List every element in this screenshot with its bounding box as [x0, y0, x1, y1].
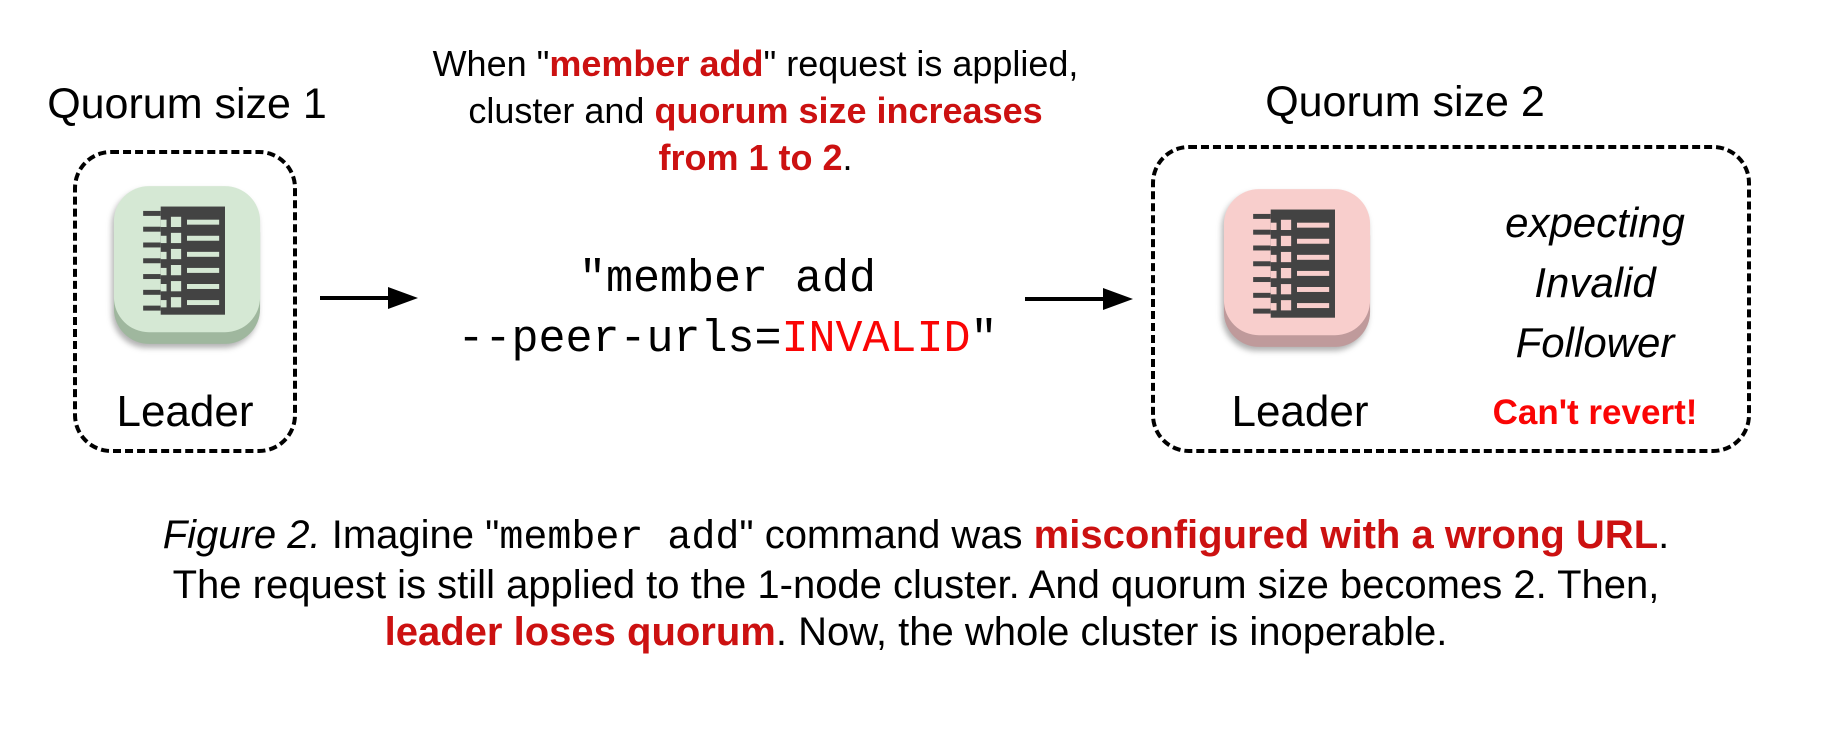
top-note-line2: cluster and quorum size increases — [398, 87, 1113, 134]
command-line1: "member add — [578, 254, 877, 305]
caption-line1: Figure 2. Imagine "member add" command w… — [0, 512, 1832, 562]
caption-text: Imagine " — [320, 513, 500, 557]
expecting-follower-annotation: expecting Invalid Follower — [1445, 193, 1745, 373]
cant-revert-warning: Can't revert! — [1492, 393, 1698, 432]
caption-emphasis: misconfigured with a wrong URL — [1033, 513, 1659, 557]
caption-code: member add — [499, 516, 740, 561]
left-cluster-box: Leader — [73, 150, 297, 453]
annotation-line: Follower — [1515, 319, 1675, 366]
figure-caption: Figure 2. Imagine "member add" command w… — [0, 512, 1832, 656]
annotation-line: Invalid — [1534, 259, 1656, 306]
note-text: cluster and — [468, 90, 655, 131]
caption-line3: leader loses quorum. Now, the whole clus… — [0, 609, 1832, 656]
command-flag: --peer-urls= — [457, 314, 782, 365]
note-text: When " — [432, 43, 550, 84]
leader-node-icon — [1223, 189, 1371, 347]
left-node-label: Leader — [116, 387, 254, 436]
notebook-glyph-rows — [1270, 219, 1330, 311]
command-close-quote: " — [970, 314, 998, 365]
note-emphasis: from 1 to 2 — [658, 137, 843, 178]
caption-emphasis: leader loses quorum — [384, 610, 776, 654]
arrow-right-icon — [320, 287, 418, 309]
leader-node-icon — [113, 186, 261, 344]
right-node-label: Leader — [1231, 387, 1369, 436]
right-cluster-title: Quorum size 2 — [1265, 78, 1545, 126]
command-invalid-value: INVALID — [781, 314, 971, 365]
top-note-line1: When "member add" request is applied, — [398, 40, 1113, 87]
figure-label: Figure 2. — [162, 513, 321, 557]
annotation-line: expecting — [1505, 199, 1685, 246]
arrow-right-icon — [1025, 288, 1133, 310]
caption-text: " command was — [739, 513, 1034, 557]
caption-text: . Now, the whole cluster is inoperable. — [775, 610, 1448, 654]
caption-text: . — [1658, 513, 1670, 557]
caption-line2: The request is still applied to the 1-no… — [172, 563, 1660, 607]
command-text: "member add --peer-urls=INVALID" — [395, 250, 1060, 370]
notebook-glyph-rows — [160, 216, 220, 308]
top-note-line3: from 1 to 2. — [398, 134, 1113, 181]
note-text: " request is applied, — [763, 43, 1079, 84]
left-cluster-title: Quorum size 1 — [47, 80, 327, 128]
note-emphasis: member add — [549, 43, 764, 84]
command-line2: --peer-urls=INVALID" — [395, 310, 1060, 370]
note-emphasis: quorum size increases — [654, 90, 1043, 131]
top-note: When "member add" request is applied, cl… — [398, 40, 1113, 181]
note-text: . — [842, 137, 853, 178]
right-cluster-box: Leader expecting Invalid Follower Can't … — [1151, 145, 1751, 453]
